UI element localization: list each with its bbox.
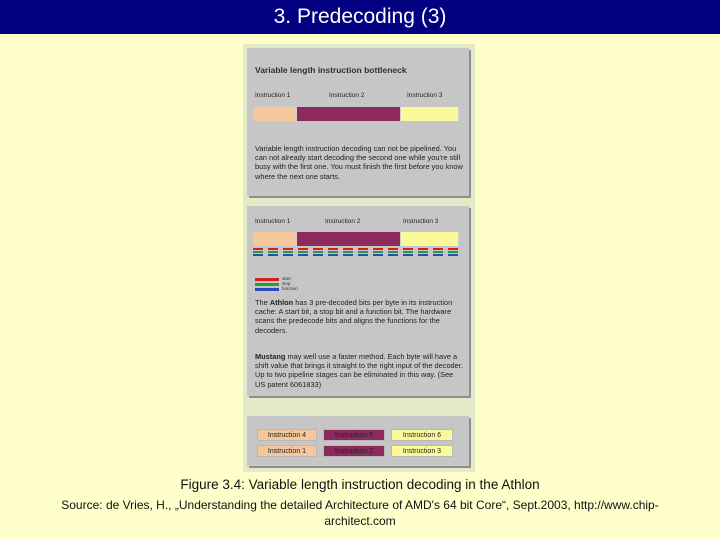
- athlon-text: The Athlon has 3 pre-decoded bits per by…: [255, 298, 463, 335]
- decoder-slot-instruction-5: Instruction 5: [323, 429, 385, 441]
- legend-start-swatch: [255, 278, 279, 281]
- panel2-label-3: Instruction 3: [403, 218, 438, 225]
- start-bits: [253, 248, 459, 250]
- instr2-predecoded-bytes: [297, 232, 401, 246]
- predecode-bits: [253, 248, 459, 257]
- legend-function-swatch: [255, 288, 279, 291]
- bottleneck-title: Variable length instruction bottleneck: [255, 65, 407, 75]
- instr3-predecoded-bytes: [401, 232, 459, 246]
- bottleneck-text: Variable length instruction decoding can…: [255, 144, 463, 181]
- panel2-label-2: Instruction 2: [325, 218, 360, 225]
- instr3-bytes: [401, 107, 459, 121]
- decoder-slot-instruction-6: Instruction 6: [391, 429, 453, 441]
- figure-caption: Figure 3.4: Variable length instruction …: [0, 477, 720, 492]
- decoder-slot-instruction-2: Instruction 2: [323, 445, 385, 457]
- decoder-slot-instruction-4: Instruction 4: [257, 429, 317, 441]
- decoder-output-panel: Instruction 4 Instruction 5 Instruction …: [247, 416, 469, 466]
- panel1-label-3: Instruction 3: [407, 92, 442, 99]
- legend-stop-swatch: [255, 283, 279, 286]
- panel1-byte-row: [253, 107, 463, 121]
- panel1-label-2: Instruction 2: [329, 92, 364, 99]
- predecode-panel: Instruction 1 Instruction 2 Instruction …: [247, 206, 469, 396]
- panel1-label-1: Instruction 1: [255, 92, 290, 99]
- mustang-text: Mustang may well use a faster method. Ea…: [255, 352, 463, 389]
- instruction-decoding-figure: Variable length instruction bottleneck I…: [243, 44, 475, 472]
- decoder-slot-instruction-1: Instruction 1: [257, 445, 317, 457]
- predecode-byte-row: [253, 232, 463, 246]
- bottleneck-panel: Variable length instruction bottleneck I…: [247, 48, 469, 196]
- instr1-predecoded-bytes: [253, 232, 297, 246]
- decoder-slot-instruction-3: Instruction 3: [391, 445, 453, 457]
- stop-bits: [253, 251, 459, 253]
- figure-source: Source: de Vries, H., „Understanding the…: [30, 497, 690, 529]
- instr2-bytes: [297, 107, 401, 121]
- slide-title: 3. Predecoding (3): [0, 0, 720, 34]
- function-bits: [253, 254, 459, 256]
- legend-function-label: function: [282, 286, 298, 291]
- panel2-label-1: Instruction 1: [255, 218, 290, 225]
- instr1-bytes: [253, 107, 297, 121]
